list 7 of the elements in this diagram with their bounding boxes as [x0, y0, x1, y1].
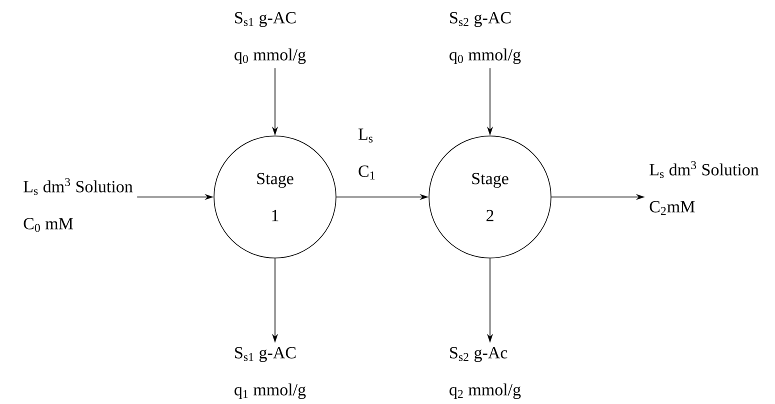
stream-label: L$_{s}$ dm$^{3}$ Solution C$_{0}$ mM: [24, 178, 133, 232]
stream-label: L$_{s}$ dm$^{3}$ Solution C$_{2}$mM: [650, 161, 759, 215]
stream-label: S$_{s2}$ g-AC q$_{0}$ mmol/g: [450, 12, 521, 64]
stream-label: S$_{s1}$ g-AC q$_{1}$ mmol/g: [234, 347, 306, 399]
edge-label: L$_{s}$ C$_{1}$: [358, 128, 375, 180]
stream-label: S$_{s1}$ g-AC q$_{0}$ mmol/g: [234, 12, 306, 64]
stream-label: S$_{s2}$ g-Ac q$_{2}$ mmol/g: [450, 347, 521, 399]
